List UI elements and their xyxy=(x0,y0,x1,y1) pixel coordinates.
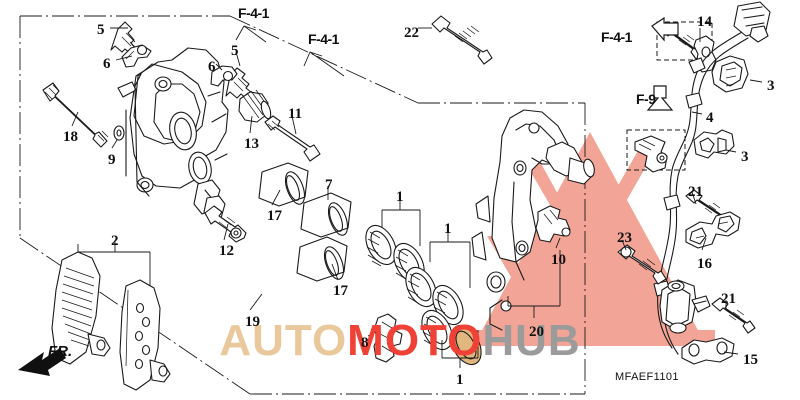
part-1-seal-ring-1 xyxy=(365,224,397,267)
part-1-seal-ring-3 xyxy=(405,266,437,308)
part-18-slide-pin xyxy=(42,82,109,148)
part-number-label: 9 xyxy=(108,152,116,168)
f9-dashed-box xyxy=(626,129,686,171)
part-number-label: 6 xyxy=(208,59,216,75)
part-17-piston-a xyxy=(258,162,309,207)
part-number-label: 17 xyxy=(267,208,282,224)
part-1-seal-ring-5 xyxy=(421,309,453,351)
part-22-mount-bolt xyxy=(431,15,493,65)
part-11-slide-pin-bolt xyxy=(264,115,321,162)
part-number-label: 14 xyxy=(697,14,712,30)
part-number-label: 22 xyxy=(404,25,419,41)
part-2-brake-pad-a xyxy=(51,251,111,365)
part-number-label: 1 xyxy=(456,372,464,388)
part-1-seal-ring-6 xyxy=(450,324,482,366)
part-15-hose-stay xyxy=(681,337,735,365)
part-number-label: 4 xyxy=(706,110,714,126)
fr-direction-arrow xyxy=(18,348,66,376)
part-23-banjo-bolt xyxy=(617,244,667,285)
part-3-clamp-upper xyxy=(711,55,749,93)
group-boundary-diagonal xyxy=(229,15,585,104)
part-number-label: 1 xyxy=(396,189,404,205)
part-7-piston-b xyxy=(300,192,352,238)
part-20-caliper-bracket xyxy=(471,109,595,331)
part-number-label: 12 xyxy=(219,243,234,259)
part-number-label: 15 xyxy=(743,352,758,368)
diagram-part-number: MFAEF1101 xyxy=(615,371,679,383)
section-callout-label: F-4-1 xyxy=(308,31,339,47)
part-4-brake-hose xyxy=(653,1,771,355)
part-number-label: 13 xyxy=(244,136,259,152)
part-number-label: 6 xyxy=(103,56,111,72)
f9-hose-bracket xyxy=(634,135,668,173)
hose-junction-block xyxy=(659,279,711,334)
group-boundary-right xyxy=(250,103,586,395)
part-number-label: 3 xyxy=(741,149,749,165)
part-2-brake-pad-b xyxy=(119,279,171,391)
part-6-clip-left xyxy=(121,44,152,68)
part-number-label: 21 xyxy=(721,291,736,307)
part-12-pin-bolt xyxy=(204,205,247,243)
part-number-label: 7 xyxy=(325,177,333,193)
part-number-label: 10 xyxy=(551,252,566,268)
section-callout-label: F-9 xyxy=(636,91,656,107)
part-6-clip-right xyxy=(210,65,238,87)
part-9-washer xyxy=(113,125,125,141)
part-17-piston-c xyxy=(296,236,348,282)
part-number-label: 16 xyxy=(697,256,712,272)
part-10-hose-clamp xyxy=(535,205,571,243)
part-number-label: 8 xyxy=(361,335,369,351)
part-number-label: 18 xyxy=(63,129,78,145)
part-number-label: 17 xyxy=(333,283,348,299)
part-3-clamp-lower xyxy=(693,129,735,159)
part-number-label: 3 xyxy=(767,78,775,94)
part-8-pad-spring xyxy=(373,313,403,363)
caliper-body xyxy=(117,47,229,222)
part-number-label: 2 xyxy=(111,233,119,249)
part-13-pin-boot xyxy=(238,89,272,123)
part-number-label: 5 xyxy=(231,43,239,59)
part-number-label: 23 xyxy=(617,230,632,246)
part-number-label: 21 xyxy=(688,184,703,200)
part-16-hose-bracket xyxy=(685,211,741,249)
part-number-label: 11 xyxy=(288,106,303,122)
part-number-label: 5 xyxy=(97,22,105,38)
part-number-label: 20 xyxy=(529,324,544,340)
part-21-bolt-lower xyxy=(711,297,756,334)
part-number-label: 1 xyxy=(444,221,452,237)
section-callout-label: F-4-1 xyxy=(238,5,269,21)
front-direction-label: FR. xyxy=(48,343,73,360)
section-callout-arrows xyxy=(235,16,679,111)
leader-lines xyxy=(71,27,763,368)
part-number-label: 19 xyxy=(245,314,260,330)
section-callout-label: F-4-1 xyxy=(601,29,632,45)
